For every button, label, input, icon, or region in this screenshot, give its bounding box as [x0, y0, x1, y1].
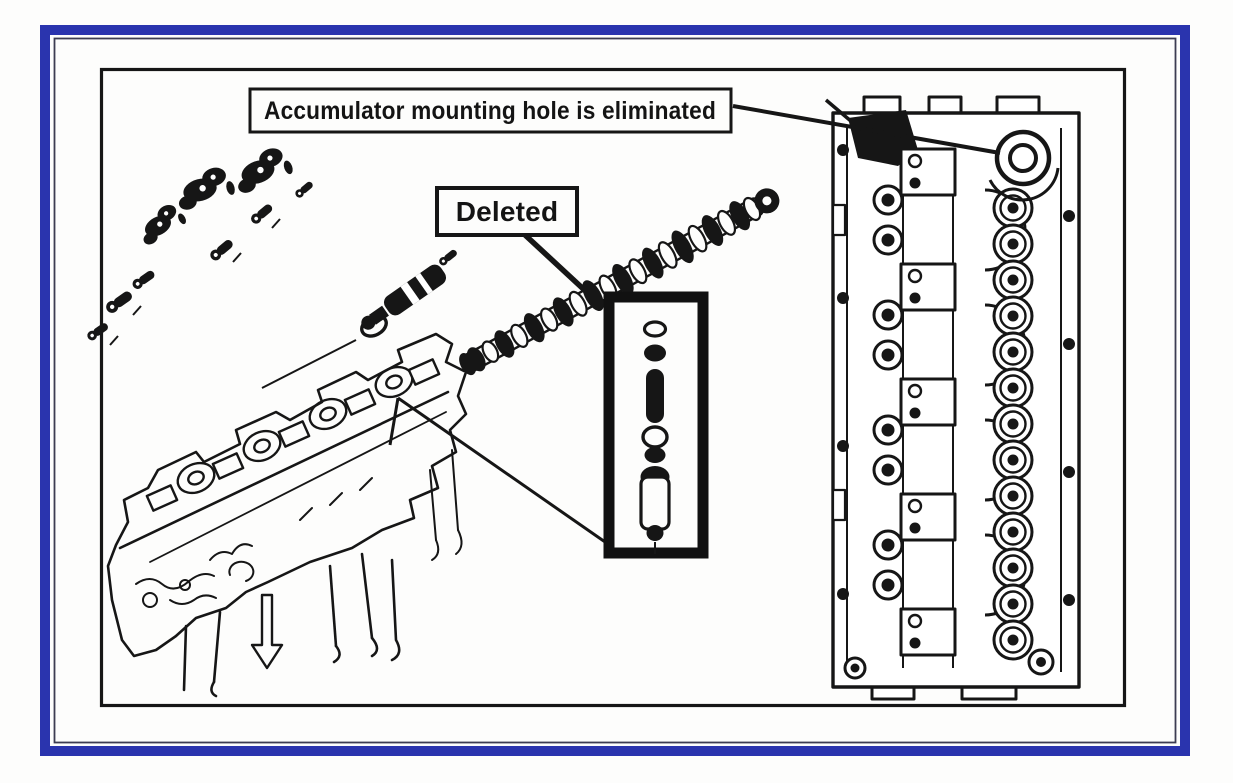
bolt-hole: [1063, 466, 1075, 478]
bolt-hole: [1063, 338, 1075, 350]
deleted-note-text: Deleted: [456, 196, 559, 227]
spring-bosses: [176, 365, 414, 495]
bolt-hole: [837, 440, 849, 452]
valve-spring-circle: [992, 547, 1034, 589]
valve-spring-circle: [992, 367, 1034, 409]
valve-guide-ring: [872, 529, 904, 561]
valve-guide-ring: [872, 414, 904, 446]
camshaft-drawing: [459, 188, 780, 376]
valve-guide-ring: [872, 339, 904, 371]
o-ring-leader-line: [261, 339, 357, 389]
valve-spring-circle: [992, 187, 1034, 229]
valve-spring-circle: [992, 295, 1034, 337]
lash-adjuster-detail-box: [388, 291, 709, 559]
cylinder-head-top-view-drawing: [824, 95, 1081, 701]
detail-leader-line: [388, 396, 609, 546]
valve-guide-ring: [872, 299, 904, 331]
accumulator-note-box: [248, 87, 733, 134]
face-sketch-lines: [135, 449, 463, 608]
deleted-note-box: [435, 186, 579, 237]
assembly-dashes: [109, 218, 281, 346]
head-bolt-arrow: [250, 593, 284, 670]
valve-spring-circle: [992, 259, 1034, 301]
deck-edge-line: [149, 411, 447, 563]
bearing-cap: [899, 147, 957, 197]
bearing-cap: [899, 262, 957, 312]
oil-passage-ring: [843, 648, 1055, 680]
outer-blue-frame: [40, 25, 1190, 756]
valve-spring-circle: [992, 439, 1034, 481]
bolt-hole: [837, 144, 849, 156]
valve-spring-circle: [992, 619, 1034, 661]
valve-guide-ring: [872, 569, 904, 601]
valve-spring-circle: [992, 475, 1034, 517]
head-edge-notch: [831, 488, 847, 522]
valve-guide-ring: [872, 454, 904, 486]
bolt-hole: [837, 588, 849, 600]
o-ring-part: [261, 314, 388, 389]
head-edge-notch: [831, 203, 847, 237]
bearing-cap: [899, 492, 957, 542]
accumulator-mounting-hole: [988, 129, 1060, 202]
rocker-pedestals: [145, 358, 441, 512]
valve-guide-ring: [872, 184, 904, 216]
oil-control-valve-part: [361, 264, 447, 330]
deleted-leader-line: [522, 231, 594, 300]
valve-spring-circle: [992, 223, 1034, 265]
rocker-arm-parts: [85, 143, 315, 346]
lash-adjuster-parts: [639, 320, 671, 554]
valve-spring-circle: [992, 511, 1034, 553]
deleted-note: Deleted: [435, 186, 594, 300]
valve-spring-circle: [992, 403, 1034, 445]
bolt-hole: [1063, 210, 1075, 222]
outer-frame-inner-line: [53, 37, 1177, 744]
valve-guide-ring: [872, 224, 904, 256]
valve-spring-circle: [992, 583, 1034, 625]
bolt-hole: [1063, 594, 1075, 606]
valve-spring-circle: [992, 331, 1034, 373]
accumulator-leader-line: [732, 104, 1001, 155]
scan-mark: [824, 98, 854, 124]
bolt-hole: [837, 292, 849, 304]
head-studs: [182, 552, 401, 698]
bearing-cap: [899, 377, 957, 427]
bearing-cap: [899, 607, 957, 657]
accumulator-note-text: Accumulator mounting hole is eliminated: [264, 97, 716, 125]
accumulator-note: Accumulator mounting hole is eliminated: [248, 87, 1001, 155]
